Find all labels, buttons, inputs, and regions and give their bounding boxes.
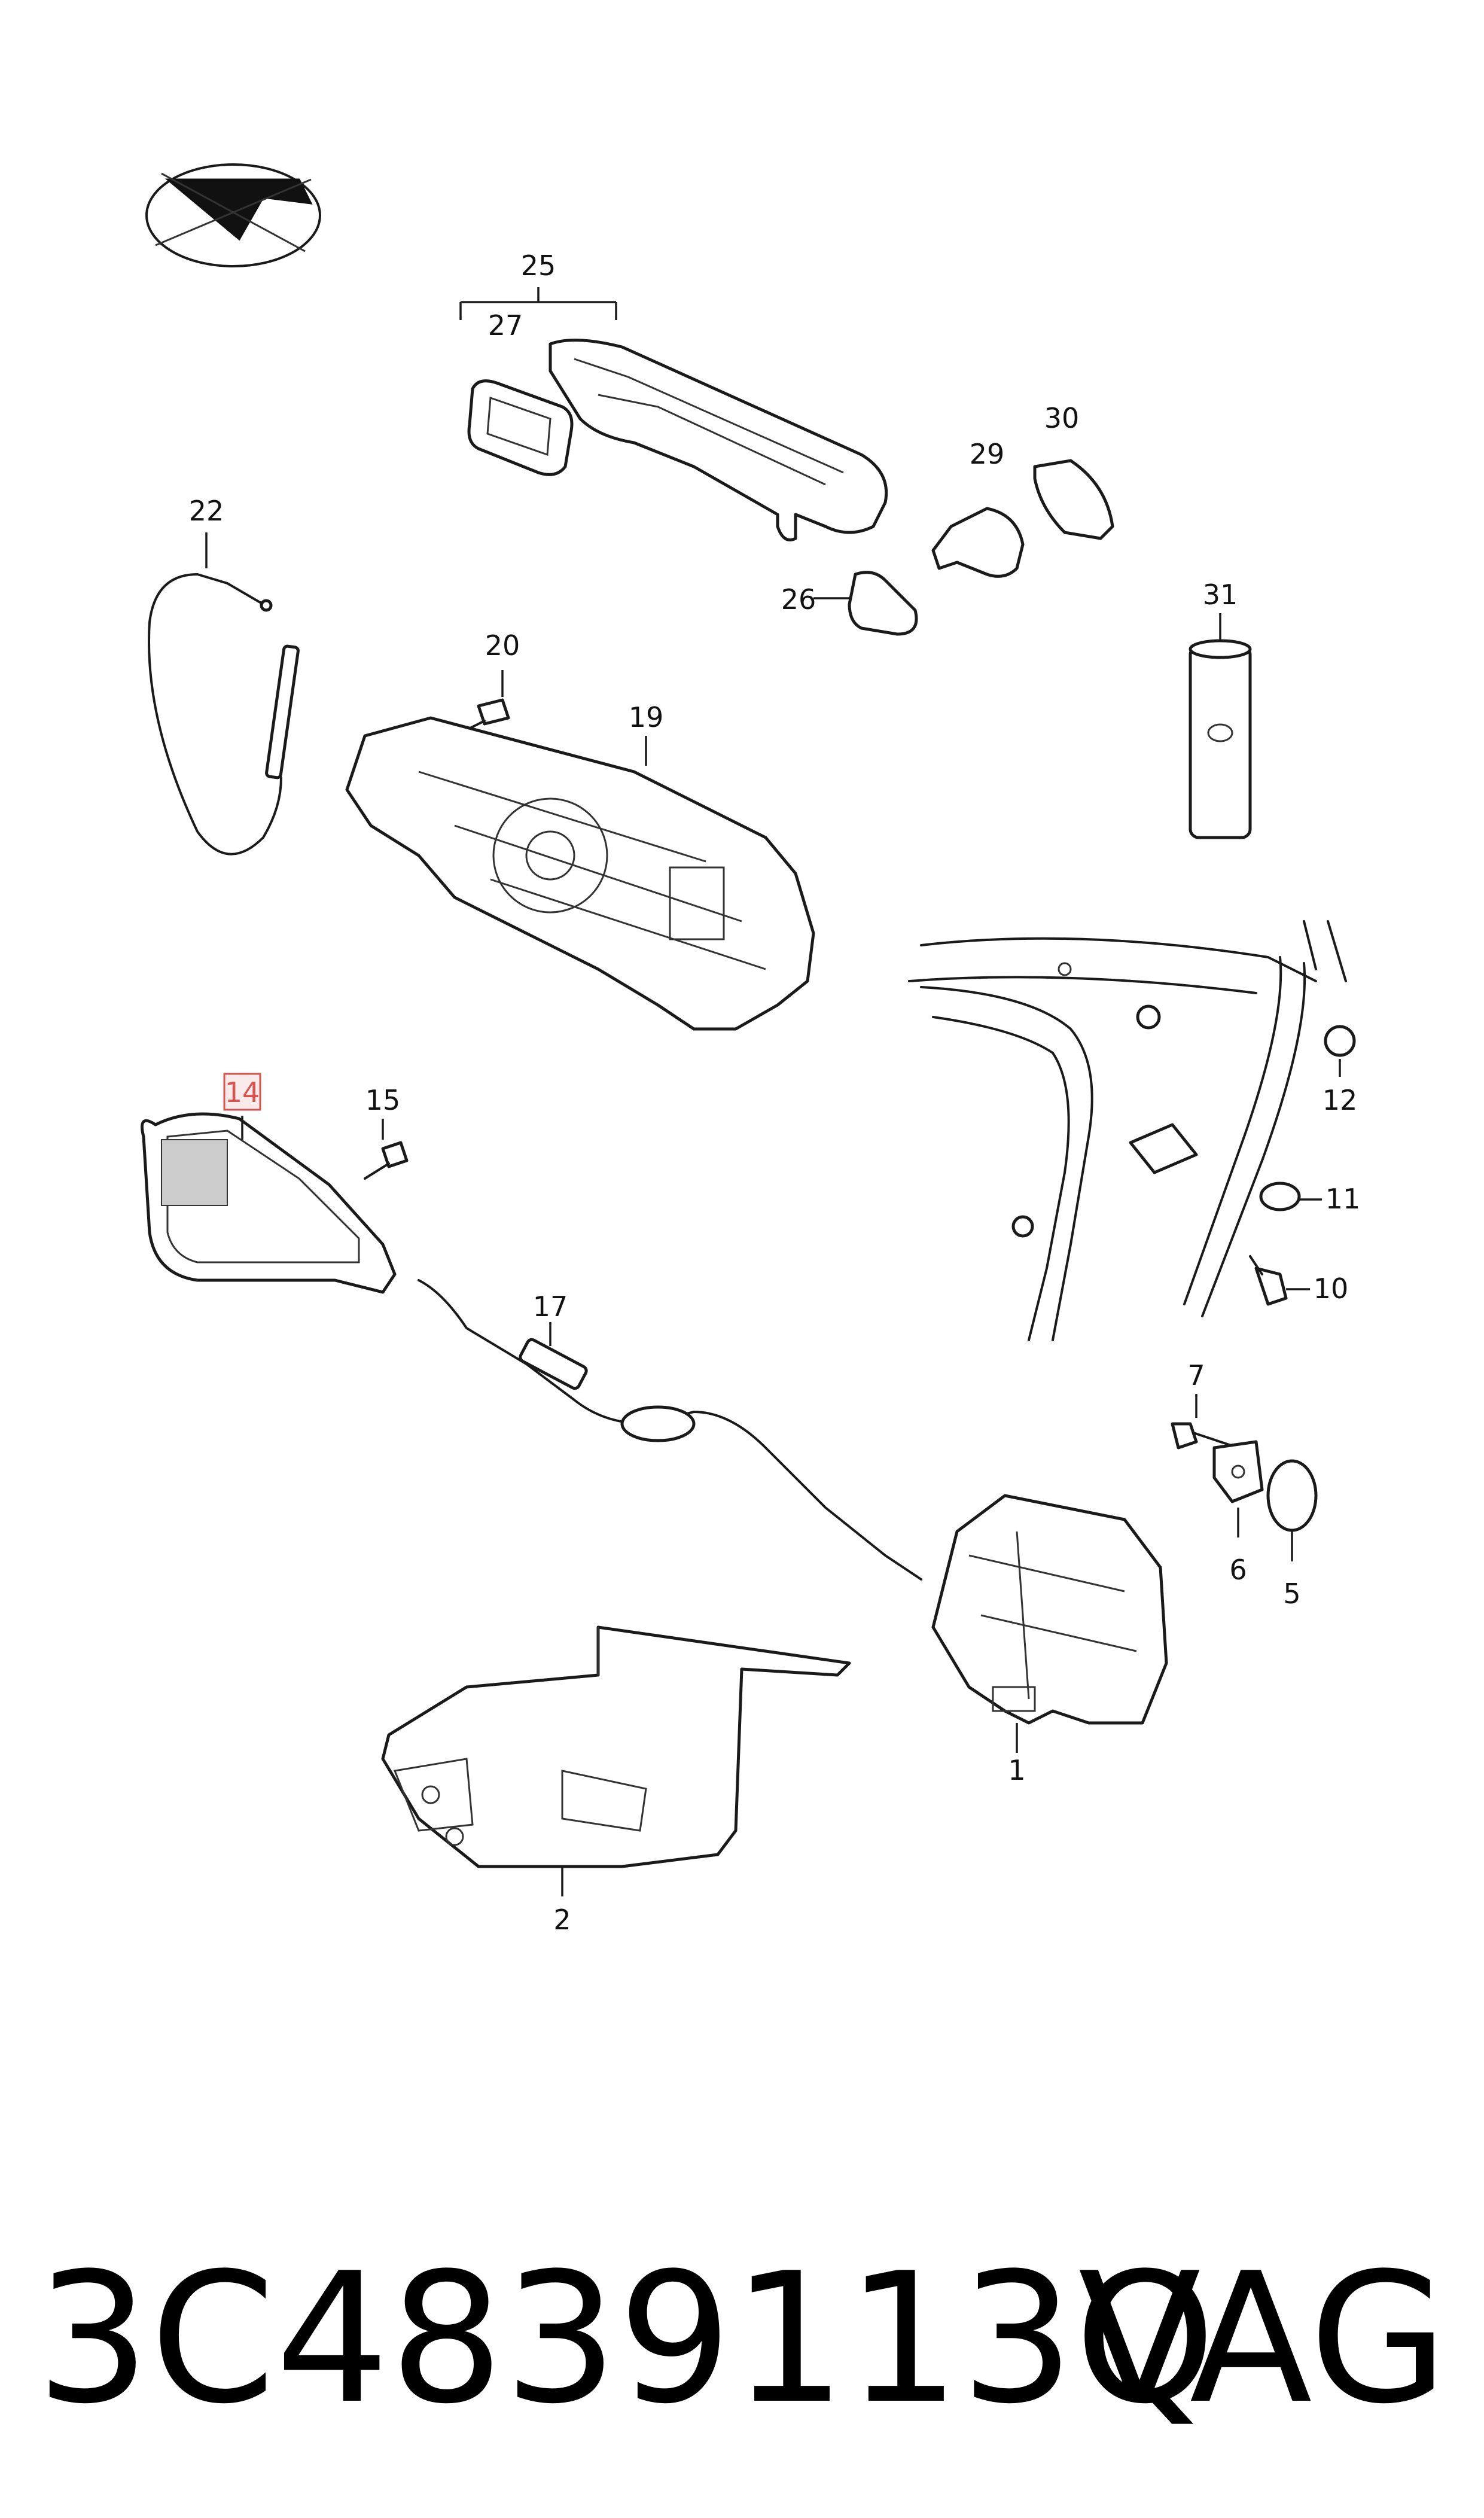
callout-12: 12: [1323, 1084, 1358, 1116]
door-panel: [908, 920, 1347, 1341]
callout-29: 29: [970, 438, 1005, 470]
callout-17: 17: [533, 1290, 568, 1323]
callout-19: 19: [629, 701, 664, 733]
part-11-cap: [1259, 1182, 1322, 1211]
part-17-cable: [418, 1279, 922, 1581]
callout-20: 20: [485, 629, 520, 662]
part-10-screw: [1249, 1255, 1310, 1306]
callout-11: 11: [1325, 1183, 1361, 1215]
callout-5: 5: [1283, 1578, 1300, 1610]
part-27-gasket: [467, 379, 574, 476]
part-2-lock-bracket: [381, 1625, 851, 1896]
callout-30: 30: [1044, 402, 1080, 434]
part-1-door-lock: [931, 1494, 1168, 1753]
callout-31: 31: [1203, 578, 1238, 611]
exploded-parts-diagram: 25 27 30 29 22 26 31 20 19 14 15 12 11 1…: [141, 163, 1361, 1936]
callout-26: 26: [781, 583, 816, 616]
part-30-cover: [1033, 459, 1114, 540]
part-25-exterior-handle: [459, 287, 888, 541]
callout-25: 25: [521, 249, 556, 282]
brand-text: VAG: [1078, 2234, 1448, 2443]
callout-2: 2: [553, 1904, 571, 1936]
callout-6: 6: [1229, 1554, 1247, 1586]
part-31-lubricant-can: [1189, 613, 1252, 839]
part-14-interior-handle: [141, 1073, 397, 1294]
part-7-screw: [1171, 1394, 1239, 1450]
part-22-cable: [148, 532, 300, 855]
callout-15: 15: [365, 1084, 401, 1116]
part-12-plug: [1324, 1025, 1356, 1077]
part-26-seal: [813, 571, 918, 636]
part-15-screw: [364, 1119, 409, 1180]
callout-1: 1: [1008, 1754, 1025, 1786]
part-5-plate: [1266, 1459, 1318, 1561]
callout-10: 10: [1314, 1272, 1349, 1305]
callout-7: 7: [1187, 1359, 1205, 1392]
callout-22: 22: [189, 495, 224, 527]
callout-27: 27: [488, 309, 523, 342]
part-number-text: 3C4839113Q: [36, 2234, 1216, 2443]
part-6-striker: [1212, 1440, 1264, 1537]
part-19-handle-carrier: [345, 716, 815, 1031]
manufacturer-logo-icon: [145, 163, 321, 267]
part-29-cap: [931, 507, 1025, 578]
callout-14: 14: [225, 1076, 260, 1109]
